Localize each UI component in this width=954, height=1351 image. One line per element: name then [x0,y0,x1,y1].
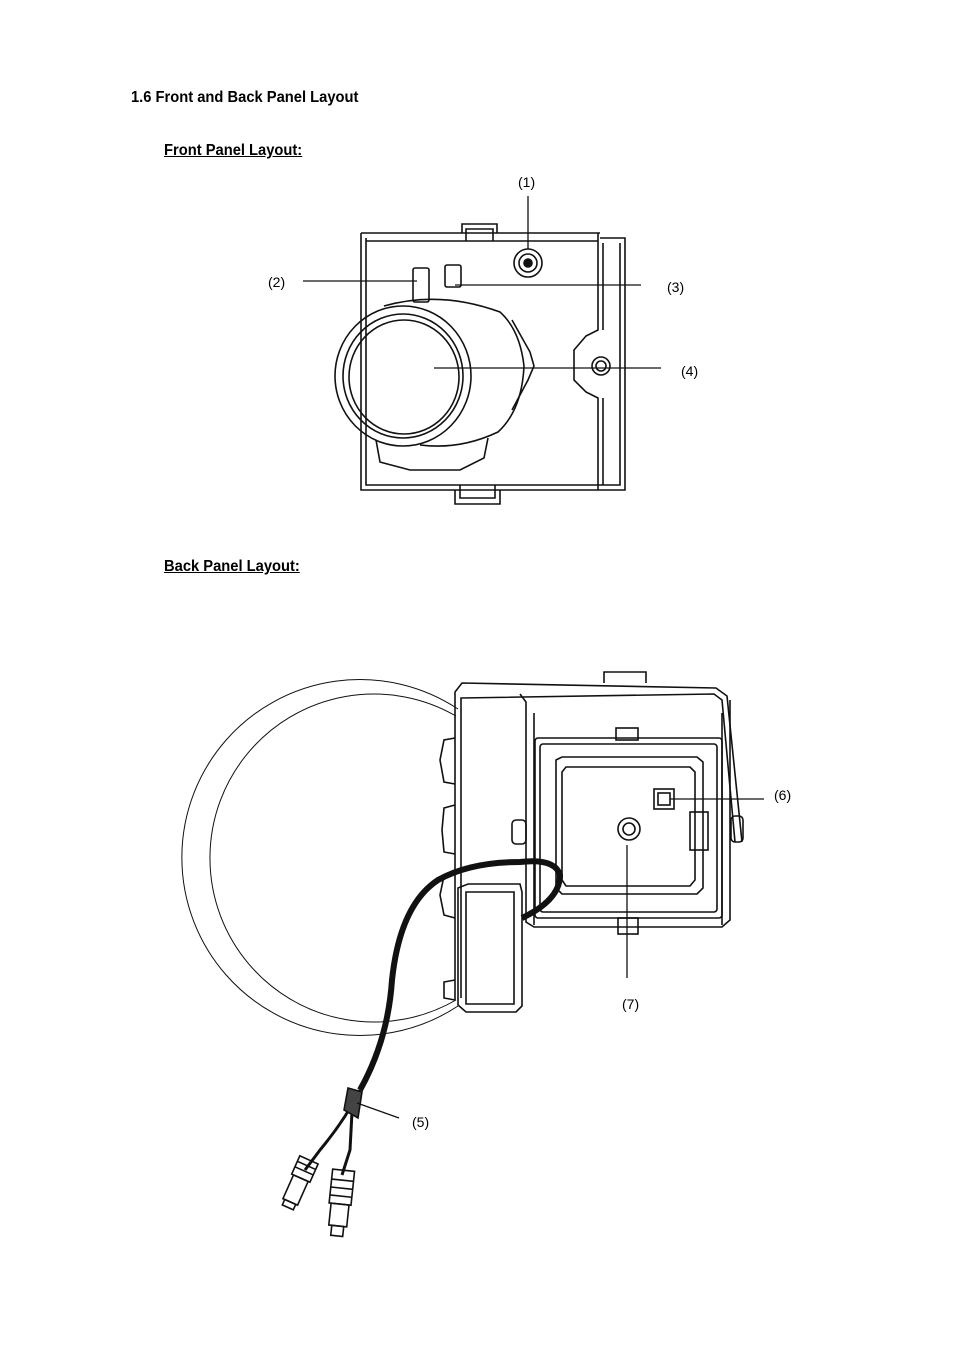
back-panel-drawing [181,671,744,1238]
back-callout-6: (6) [774,787,792,803]
front-panel-drawing [334,223,626,505]
front-callout-4: (4) [681,363,699,379]
front-callout-1: (1) [518,174,536,190]
section-title: 1.6 Front and Back Panel Layout [131,89,359,106]
front-callout-3: (3) [667,279,685,295]
back-panel-heading: Back Panel Layout: [164,558,300,575]
back-callout-5: (5) [412,1114,430,1130]
back-callout-7: (7) [622,996,640,1012]
front-panel-heading: Front Panel Layout: [164,142,303,159]
front-callout-2: (2) [268,274,286,290]
front-leader-lines [303,196,661,369]
back-leader-lines [356,798,764,1119]
